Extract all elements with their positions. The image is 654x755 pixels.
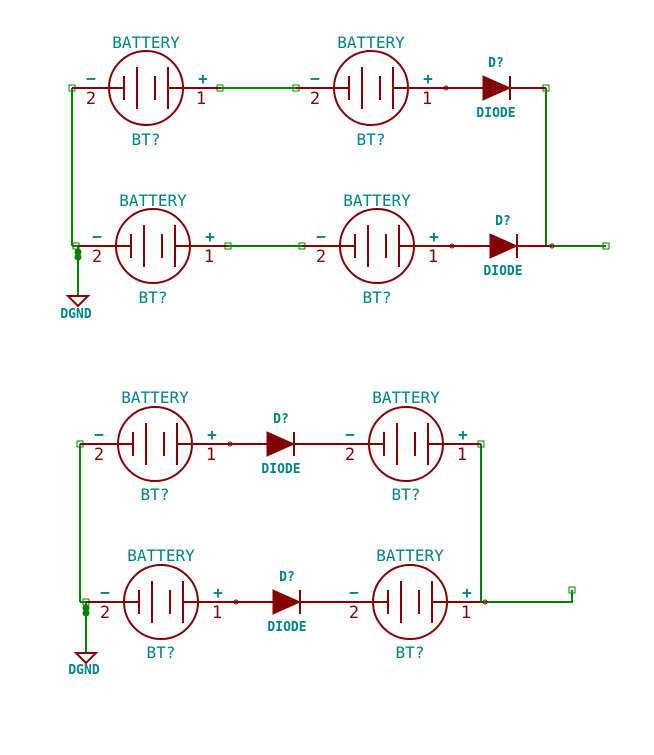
wire [481,590,573,603]
pin-number: 2 [310,89,320,109]
positive-sign: + [429,227,439,246]
negative-sign: − [349,583,359,602]
battery-symbol[interactable]: BATTERY BT? 2 1 − + [80,388,230,504]
battery-value-label: BATTERY [343,191,411,210]
wire-endpoint [568,586,576,594]
negative-sign: − [92,227,102,246]
battery-symbol[interactable]: BATTERY BT? 2 1 − + [302,191,452,307]
pin-number: 2 [92,247,102,267]
pin-number: 2 [345,445,355,465]
pin-number: 2 [94,445,104,465]
battery-value-label: BATTERY [112,33,180,52]
battery-value-label: BATTERY [127,546,195,565]
battery-symbol[interactable]: BATTERY BT? 2 1 − + [296,33,446,149]
pin-number: 1 [422,89,432,109]
battery-ref-label: BT? [147,643,176,662]
positive-sign: + [198,69,208,88]
battery-value-label: BATTERY [121,388,189,407]
diode-symbol[interactable]: D? DIODE [227,412,331,477]
positive-sign: + [205,227,215,246]
pin-number: 1 [428,247,438,267]
pin-number: 2 [349,603,359,623]
negative-sign: − [94,425,104,444]
battery-ref-label: BT? [132,130,161,149]
negative-sign: − [86,69,96,88]
battery-ref-label: BT? [141,485,170,504]
diode-symbol[interactable]: D? DIODE [443,56,546,121]
ground-symbol[interactable]: DGND [68,652,100,678]
battery-ref-label: BT? [396,643,425,662]
pin-number: 2 [86,89,96,109]
pin-number: 1 [461,603,471,623]
positive-sign: + [462,583,472,602]
ground-label: DGND [68,663,99,678]
diode-ref-label: D? [273,412,289,427]
junction-dot [82,604,90,612]
diode-symbol[interactable]: D? DIODE [233,570,337,635]
positive-sign: + [213,583,223,602]
pin-number: 1 [204,247,214,267]
battery-ref-label: BT? [392,485,421,504]
negative-sign: − [345,425,355,444]
battery-value-label: BATTERY [376,546,444,565]
battery-symbol[interactable]: BATTERY BT? 2 1 − + [72,33,220,149]
battery-symbol[interactable]: BATTERY BT? 2 1 − + [78,191,228,307]
pin-number: 1 [196,89,206,109]
junction-dot [74,248,82,256]
positive-sign: + [423,69,433,88]
negative-sign: − [310,69,320,88]
diode-value-label: DIODE [261,462,300,477]
diode-value-label: DIODE [267,620,306,635]
top-circuit: BATTERY BT? 2 1 − + BATTERY BT? 2 1 − + … [60,33,610,322]
diode-ref-label: D? [495,214,511,229]
junction-dot [74,253,82,261]
battery-value-label: BATTERY [372,388,440,407]
diode-ref-label: D? [488,56,504,71]
battery-ref-label: BT? [139,288,168,307]
pin-number: 1 [206,445,216,465]
positive-sign: + [458,425,468,444]
battery-ref-label: BT? [363,288,392,307]
battery-symbol[interactable]: BATTERY BT? 2 1 − + [337,546,488,662]
battery-symbol[interactable]: BATTERY BT? 2 1 − + [331,388,481,504]
junction-dot [82,609,90,617]
diode-value-label: DIODE [483,264,522,279]
battery-symbol[interactable]: BATTERY BT? 2 1 − + [86,546,236,662]
diode-symbol[interactable]: D? DIODE [449,214,555,279]
ground-label: DGND [60,307,91,322]
diode-ref-label: D? [279,570,295,585]
battery-ref-label: BT? [357,130,386,149]
battery-value-label: BATTERY [119,191,187,210]
wire-endpoint [602,242,610,250]
diode-value-label: DIODE [476,106,515,121]
negative-sign: − [316,227,326,246]
pin-number: 1 [457,445,467,465]
pin-number: 2 [316,247,326,267]
negative-sign: − [100,583,110,602]
pin-number: 2 [100,603,110,623]
bottom-circuit: BATTERY BT? 2 1 − + D? DIODE BATTERY BT?… [68,388,576,678]
battery-value-label: BATTERY [337,33,405,52]
pin-number: 1 [212,603,222,623]
positive-sign: + [207,425,217,444]
ground-symbol[interactable]: DGND [60,295,92,322]
